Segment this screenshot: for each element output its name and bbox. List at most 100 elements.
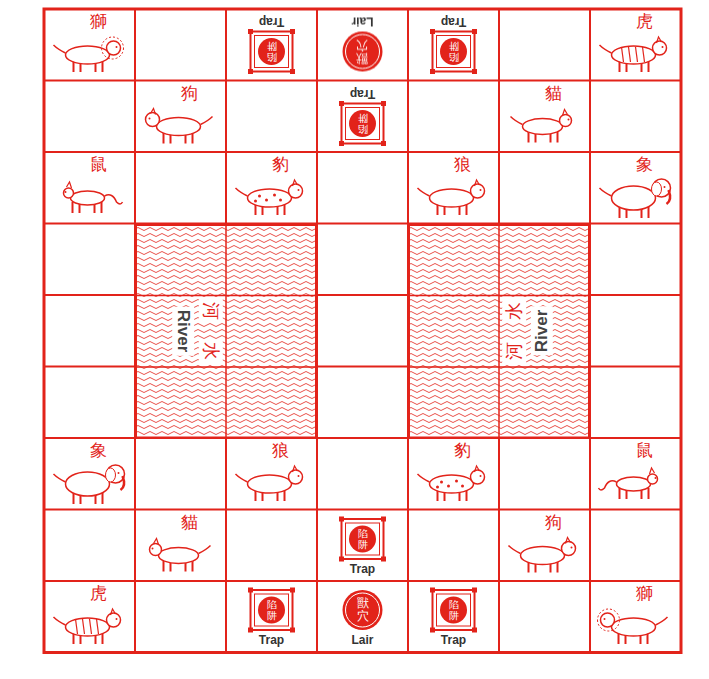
body bbox=[612, 46, 656, 64]
body bbox=[159, 548, 199, 564]
animal-piece: 貓 bbox=[499, 81, 590, 153]
ear bbox=[650, 468, 655, 474]
cat-figure bbox=[150, 539, 211, 572]
trap-frame-inner bbox=[346, 107, 380, 139]
eye bbox=[152, 548, 154, 550]
den-label: Lair bbox=[349, 14, 375, 28]
river-divider bbox=[498, 224, 500, 439]
rat-figure bbox=[64, 182, 123, 213]
square-content: 獸穴 Lair bbox=[317, 9, 408, 81]
lion-figure bbox=[54, 37, 124, 72]
eye bbox=[604, 618, 606, 620]
frame-corner bbox=[472, 29, 477, 34]
ear bbox=[293, 466, 298, 472]
spot bbox=[436, 486, 439, 489]
den-seal bbox=[343, 590, 383, 630]
frame-corner bbox=[339, 556, 344, 561]
animal-name: 鼠 bbox=[90, 155, 107, 174]
tail bbox=[54, 617, 66, 625]
river-border bbox=[409, 225, 589, 438]
head bbox=[107, 41, 121, 55]
eye bbox=[65, 191, 67, 193]
leg bbox=[284, 490, 286, 501]
eye bbox=[116, 46, 118, 48]
frame-corner bbox=[339, 101, 344, 106]
ear bbox=[563, 110, 568, 116]
trap-label: Trap bbox=[257, 14, 286, 28]
trap-chinese: 陷阱 bbox=[267, 41, 277, 63]
head bbox=[107, 465, 125, 483]
head bbox=[64, 188, 74, 198]
spot bbox=[273, 194, 276, 197]
animal-name: 獅 bbox=[636, 584, 653, 603]
head bbox=[562, 542, 576, 556]
animal-piece: 豹 bbox=[408, 438, 499, 510]
den-ring bbox=[346, 593, 380, 627]
body bbox=[612, 618, 656, 636]
river-chinese: 河 bbox=[199, 299, 223, 323]
animal-name: 狼 bbox=[272, 441, 289, 460]
square-content: 陷阱Trap bbox=[408, 9, 499, 81]
tail bbox=[236, 188, 248, 196]
tail bbox=[201, 117, 213, 125]
den-seal bbox=[343, 32, 383, 72]
den-square: 獸穴 Lair bbox=[317, 9, 408, 81]
stripe bbox=[90, 619, 92, 634]
den-chinese: 獸穴 bbox=[357, 38, 369, 64]
head bbox=[150, 544, 162, 556]
stripe bbox=[97, 619, 99, 634]
animal-piece: 豹 bbox=[226, 152, 317, 224]
leg bbox=[466, 490, 468, 501]
body bbox=[521, 547, 565, 565]
wolf-figure bbox=[418, 180, 485, 215]
tiger-figure bbox=[54, 609, 121, 644]
animal-piece: 獅 bbox=[590, 581, 681, 653]
tail bbox=[105, 195, 123, 204]
ear bbox=[111, 609, 116, 615]
eye bbox=[571, 547, 573, 549]
trap-seal bbox=[440, 38, 467, 65]
ear bbox=[154, 539, 159, 545]
river-divider bbox=[408, 366, 590, 368]
stripe bbox=[76, 619, 78, 634]
trap-chinese: 陷阱 bbox=[358, 112, 368, 134]
frame-corner bbox=[381, 556, 386, 561]
animal-name: 象 bbox=[636, 155, 653, 174]
ear bbox=[657, 37, 662, 43]
grid-line bbox=[498, 9, 500, 653]
square-content: 陷阱Trap bbox=[408, 581, 499, 653]
head bbox=[471, 184, 485, 198]
trap-square: 陷阱Trap bbox=[408, 581, 499, 653]
ear bbox=[67, 182, 72, 188]
animal-name: 貓 bbox=[181, 513, 198, 532]
trap-label: Trap bbox=[348, 86, 377, 100]
body bbox=[612, 186, 656, 210]
river-chinese: 水 bbox=[502, 299, 526, 323]
animal-piece: 象 bbox=[44, 438, 135, 510]
river-label: River bbox=[172, 306, 194, 355]
animal-name: 貓 bbox=[545, 84, 562, 103]
trunk bbox=[121, 476, 125, 490]
trap-frame bbox=[251, 590, 293, 630]
trap-frame-inner bbox=[255, 594, 289, 626]
eye bbox=[298, 475, 300, 477]
eye bbox=[664, 186, 666, 188]
tail bbox=[199, 546, 211, 554]
frame-corner bbox=[290, 29, 295, 34]
body bbox=[430, 189, 474, 207]
animal-piece: 狗 bbox=[499, 510, 590, 582]
tail bbox=[656, 617, 668, 625]
board-grid bbox=[44, 9, 681, 653]
spot bbox=[440, 481, 443, 484]
grid-line bbox=[225, 9, 227, 653]
spot bbox=[447, 485, 450, 488]
eye bbox=[568, 119, 570, 121]
river-band: 水河River bbox=[408, 224, 590, 439]
body bbox=[430, 475, 474, 493]
body bbox=[71, 191, 105, 205]
animal-piece: 狼 bbox=[226, 438, 317, 510]
leg bbox=[101, 202, 103, 213]
animal-piece: 象 bbox=[590, 152, 681, 224]
elephant-figure bbox=[54, 465, 125, 504]
